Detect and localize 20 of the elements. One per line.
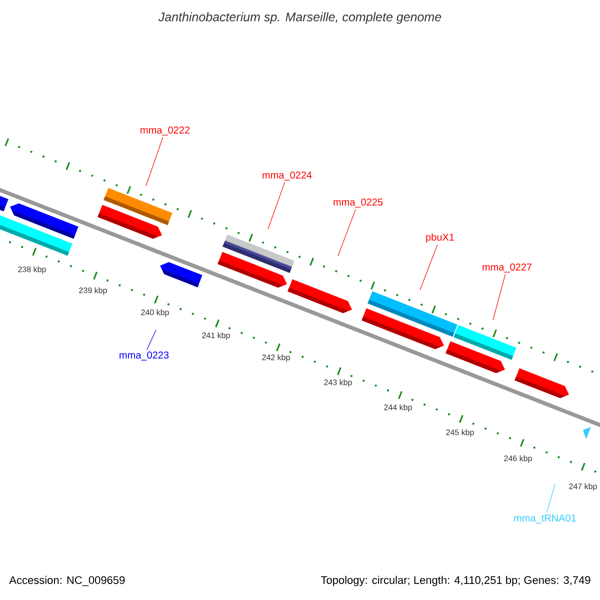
scale-label: 241 kbp <box>202 332 230 340</box>
title: Janthinobacterium sp. Marseille, complete genome <box>158 12 442 24</box>
gene-label: pbuX1 <box>426 233 454 243</box>
gene-label: mma_0224 <box>262 172 312 180</box>
scale-label: 238 kbp <box>18 266 46 274</box>
gene-label: mma_0227 <box>482 264 532 272</box>
scale-label: 245 kbp <box>446 429 474 437</box>
scale-label: 243 kbp <box>324 379 352 387</box>
scale-label: 242 kbp <box>262 354 290 362</box>
gene-label: mma_0222 <box>140 126 190 136</box>
gene-label: mma_0223 <box>120 352 169 360</box>
footer-text: Accession: NC_009659 <box>9 576 125 586</box>
scale-label: 246 kbp <box>504 455 532 463</box>
scale-label: 239 kbp <box>79 287 107 295</box>
scale-label: 247 kbp <box>569 483 597 491</box>
scale-label: 244 kbp <box>384 404 412 412</box>
gene-label: mma_tRNA01 <box>514 514 576 524</box>
scale-label: 240 kbp <box>141 309 169 317</box>
footer-text: Topology: circular; Length: 4,110,251 bp; Genes: 3,749 <box>320 576 590 586</box>
gene-label: mma_0225 <box>334 198 383 208</box>
